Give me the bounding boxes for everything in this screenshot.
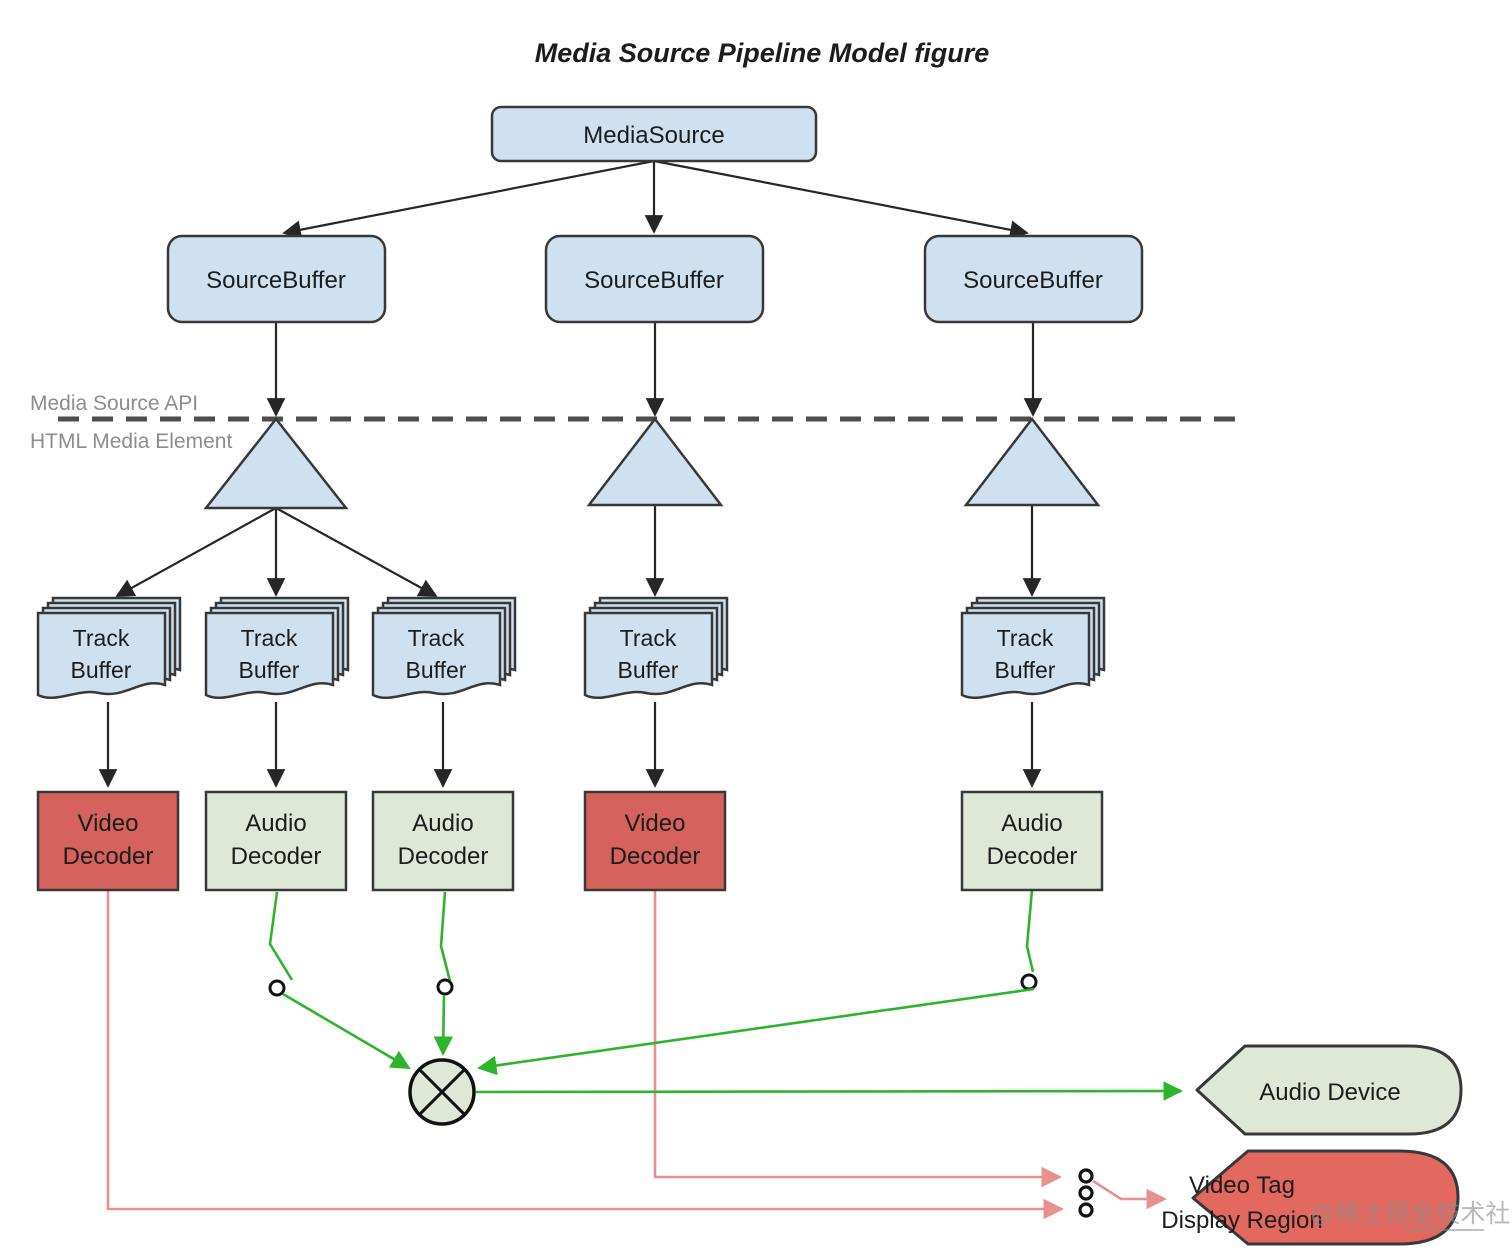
video-tag-display-shape bbox=[1191, 1149, 1460, 1246]
source-buffer-box bbox=[544, 234, 765, 324]
track-buffer-label-line2: Buffer bbox=[618, 657, 679, 683]
selector-contact-middle bbox=[1078, 1185, 1094, 1201]
audio-decoder-box bbox=[960, 790, 1104, 892]
video-decoder-box bbox=[583, 790, 727, 892]
video-decoder4-to-selector-line bbox=[653, 890, 1063, 1188]
track-buffer-label-line1: Track bbox=[620, 625, 677, 651]
decoder-label-line1: Audio bbox=[245, 810, 306, 837]
track-buffer-node-5: Track Buffer bbox=[960, 596, 1106, 700]
figure-title: Media Source Pipeline Model figure bbox=[535, 38, 990, 68]
video-decoder-node-1: Video Decoder bbox=[36, 790, 180, 892]
source-buffer-label: SourceBuffer bbox=[206, 267, 346, 294]
audio-switch3-contact-icon bbox=[1020, 973, 1038, 991]
audio-switch1-contact-icon bbox=[268, 979, 286, 997]
layer-label-media-source-api: Media Source API bbox=[30, 392, 198, 415]
source-buffer-node-3: SourceBuffer bbox=[923, 234, 1144, 324]
audio-decoder-node-5: Audio Decoder bbox=[960, 790, 1104, 892]
decoder-label-line2: Decoder bbox=[987, 843, 1078, 870]
audio-switch1-lever bbox=[268, 891, 294, 981]
audio-device-node: Audio Device bbox=[1195, 1044, 1463, 1136]
audio-video-wiring bbox=[106, 889, 1183, 1220]
demuxer-triangle-1 bbox=[203, 416, 349, 510]
demuxer-triangle-3 bbox=[963, 416, 1101, 507]
track-buffer-label-line1: Track bbox=[73, 625, 130, 651]
source-buffer-label: SourceBuffer bbox=[584, 267, 724, 294]
track-buffer-label-line1: Track bbox=[997, 625, 1054, 651]
source-buffer-node-1: SourceBuffer bbox=[166, 234, 387, 324]
track-buffer-label-line1: Track bbox=[408, 625, 465, 651]
source-buffer-label: SourceBuffer bbox=[963, 267, 1103, 294]
video-decoder-box bbox=[36, 790, 180, 892]
track-buffer-node-4: Track Buffer bbox=[583, 596, 729, 700]
demuxer-triangle-2 bbox=[586, 416, 724, 507]
decoder-label-line2: Decoder bbox=[231, 843, 322, 870]
media-source-node: MediaSource bbox=[490, 105, 818, 163]
audio-device-label: Audio Device bbox=[1259, 1079, 1400, 1106]
audio-mixer-icon bbox=[408, 1058, 476, 1126]
track-buffer-front-page bbox=[371, 611, 502, 700]
video-tag-label-line2: Display Region bbox=[1161, 1207, 1322, 1234]
decoder-label-line2: Decoder bbox=[610, 843, 701, 870]
audio-switch2-lever bbox=[439, 891, 452, 982]
audio-switch1-to-mixer-line bbox=[282, 992, 411, 1070]
video-decoder1-to-selector-line bbox=[106, 890, 1065, 1220]
track-buffer-label-line2: Buffer bbox=[71, 657, 132, 683]
track-buffer-front-page bbox=[204, 611, 335, 700]
watermark-text: @稀土掘金技术社区 bbox=[1310, 1200, 1512, 1228]
video-selector-switch-icon bbox=[1078, 1168, 1168, 1218]
track-buffer-node-1: Track Buffer bbox=[36, 596, 182, 700]
media-source-box bbox=[490, 105, 818, 163]
track-buffer-front-page bbox=[960, 611, 1091, 700]
video-decoder-node-4: Video Decoder bbox=[583, 790, 727, 892]
track-buffer-label-line2: Buffer bbox=[406, 657, 467, 683]
audio-switch3-lever bbox=[1025, 889, 1035, 973]
audio-device-shape bbox=[1195, 1044, 1463, 1136]
audio-decoder-node-3: Audio Decoder bbox=[371, 790, 515, 892]
selector-to-video-tag-line bbox=[1092, 1179, 1168, 1210]
source-buffer-box bbox=[923, 234, 1144, 324]
audio-switch3-to-mixer-line bbox=[477, 987, 1035, 1076]
audio-decoder-box bbox=[371, 790, 515, 892]
video-tag-display-node: Video Tag Display Region bbox=[1161, 1149, 1460, 1246]
arrow-mediasource-to-sourcebuffer-3 bbox=[653, 159, 1029, 239]
track-buffer-label-line1: Track bbox=[241, 625, 298, 651]
arrow-mediasource-to-sourcebuffer-1 bbox=[282, 159, 655, 239]
audio-switch2-to-mixer-line bbox=[433, 994, 454, 1056]
arrow-demuxer1-to-trackbuffer-1 bbox=[115, 507, 277, 597]
track-buffer-front-page bbox=[36, 611, 167, 700]
decoder-label-line2: Decoder bbox=[398, 843, 489, 870]
audio-switch2-contact-icon bbox=[436, 978, 454, 996]
media-source-label: MediaSource bbox=[583, 122, 724, 149]
track-buffer-label-line2: Buffer bbox=[995, 657, 1056, 683]
decoder-label-line1: Audio bbox=[1001, 810, 1062, 837]
track-buffer-label-line2: Buffer bbox=[239, 657, 300, 683]
source-buffer-node-2: SourceBuffer bbox=[544, 234, 765, 324]
track-buffer-node-3: Track Buffer bbox=[371, 596, 517, 700]
decoder-label-line1: Video bbox=[78, 810, 139, 837]
video-tag-label-line1: Video Tag bbox=[1189, 1172, 1295, 1199]
mixer-x-glyph bbox=[418, 1068, 466, 1116]
mixer-to-audio-device-line bbox=[475, 1081, 1183, 1101]
decoder-label-line1: Video bbox=[625, 810, 686, 837]
layer-label-html-media-element: HTML Media Element bbox=[30, 430, 232, 453]
watermark: @稀土掘金技术社区 bbox=[1310, 1200, 1512, 1231]
audio-decoder-node-2: Audio Decoder bbox=[204, 790, 348, 892]
track-buffer-node-2: Track Buffer bbox=[204, 596, 350, 700]
black-connectors bbox=[98, 159, 1043, 788]
arrow-demuxer1-to-trackbuffer-3 bbox=[275, 507, 438, 597]
source-buffer-box bbox=[166, 234, 387, 324]
track-buffer-front-page bbox=[583, 611, 714, 700]
decoder-label-line2: Decoder bbox=[63, 843, 154, 870]
decoder-label-line1: Audio bbox=[412, 810, 473, 837]
selector-contact-top bbox=[1078, 1168, 1094, 1184]
selector-contact-bottom bbox=[1078, 1202, 1094, 1218]
audio-decoder-box bbox=[204, 790, 348, 892]
